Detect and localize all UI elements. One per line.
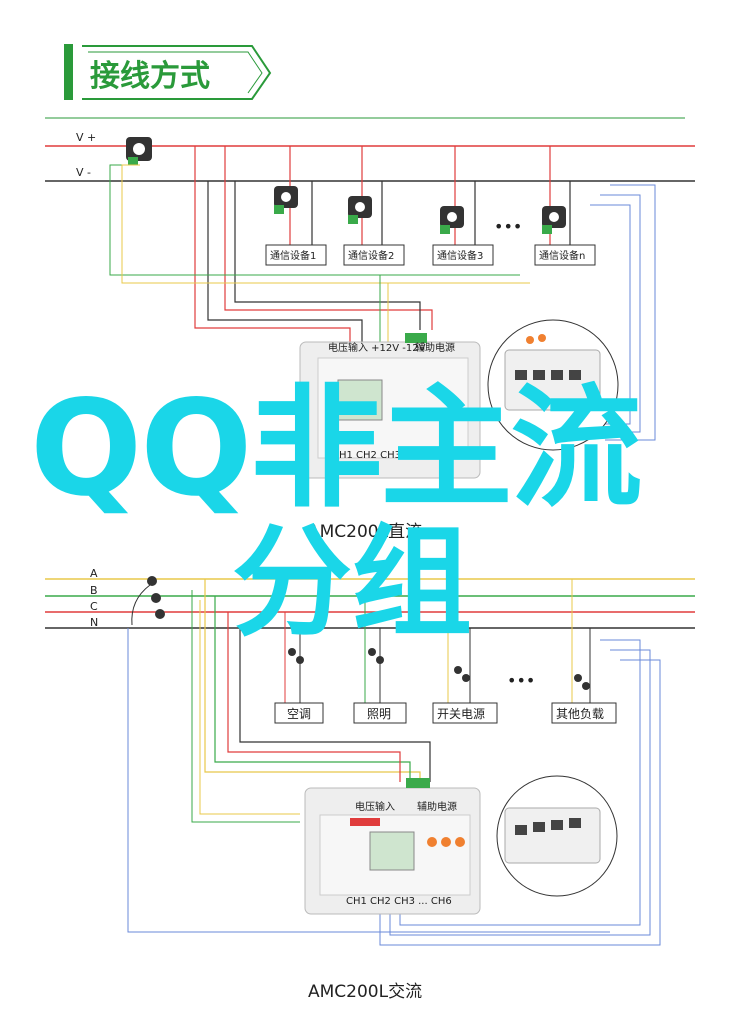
watermark-line-1: QQ非主流 [30, 372, 642, 526]
dc-device-label: 通信设备n [539, 249, 585, 262]
ac-detail-zoom [496, 775, 618, 897]
sensor-icon [348, 196, 372, 224]
main-current-sensor-icon [126, 137, 152, 165]
dc-detail-zoom [487, 319, 619, 451]
ac-device-label: 其他负载 [556, 707, 604, 721]
rail-label-v-minus: V - [76, 166, 91, 179]
dc-ellipsis: ••• [494, 217, 522, 236]
watermark-line-2: 分组 [232, 514, 472, 653]
ac-ellipsis: ••• [507, 671, 535, 690]
dc-meter-power-label: 电压输入 +12V -12V [328, 341, 426, 354]
ac-wiring-section: A B C N ••• 空调 照明 开 [45, 567, 695, 1002]
ac-meter-device: 电压输入 辅助电源 CH1 CH2 CH3 ... CH6 [304, 778, 481, 915]
ac-meter-power-label: 电压输入 [355, 800, 395, 813]
sensor-icon [274, 186, 298, 214]
dc-device-label: 通信设备2 [348, 249, 394, 262]
dc-meter-device: 电压输入 +12V -12V 辅助电源 CH1 CH2 CH3 ... CH6 [299, 333, 481, 479]
sensor-icon [454, 666, 470, 682]
title-text: 接线方式 [90, 59, 210, 94]
rail-label-n: N [90, 616, 98, 629]
ac-device-label: 照明 [367, 707, 391, 721]
ac-caption: AMC200L交流 [308, 982, 422, 1002]
sensor-icon [440, 206, 464, 234]
dc-meter-aux-label: 辅助电源 [415, 341, 455, 354]
dc-wiring-section: V + V - • [45, 131, 695, 542]
ac-meter-aux-label: 辅助电源 [417, 800, 457, 813]
rail-label-v-plus: V + [76, 131, 96, 144]
ac-main-sensors-icon [131, 576, 165, 626]
dc-meter-channels: CH1 CH2 CH3 ... CH6 [332, 450, 438, 461]
rail-label-a: A [90, 567, 98, 580]
dc-caption: AMC200L直流 [308, 522, 422, 542]
sensor-icon [288, 648, 304, 664]
ac-device-label: 空调 [287, 707, 311, 721]
ac-meter-channels: CH1 CH2 CH3 ... CH6 [346, 896, 452, 907]
sensor-icon [368, 648, 384, 664]
rail-label-b: B [90, 584, 98, 597]
ac-device-label: 开关电源 [437, 707, 485, 721]
dc-device-label: 通信设备1 [270, 249, 316, 262]
sensor-icon [542, 206, 566, 234]
rail-label-c: C [90, 600, 98, 613]
section-title: 接线方式 [64, 44, 272, 100]
sensor-icon [574, 674, 590, 690]
dc-device-label: 通信设备3 [437, 249, 483, 262]
